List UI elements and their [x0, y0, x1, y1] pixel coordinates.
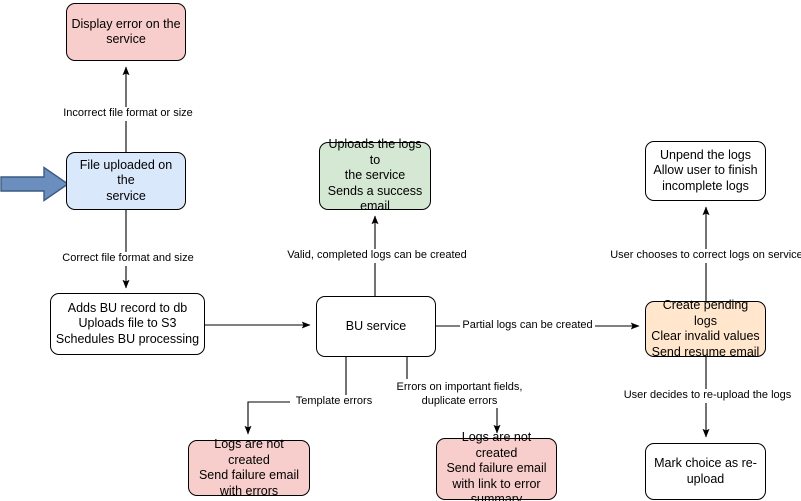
edge-label-correct-file-format-and-size: Correct file format and size [58, 252, 198, 266]
node-display-error[interactable]: Display error on the service [66, 3, 186, 61]
edge-label-errors-on-important-fields: Errors on important fields, duplicate er… [392, 381, 527, 408]
edge-label-valid-completed-logs: Valid, completed logs can be created [284, 249, 470, 263]
entry-block-arrow-icon [0, 166, 70, 202]
edge-label-user-decides-to-re-upload: User decides to re-upload the logs [621, 389, 794, 403]
edge-label-user-chooses-to-correct-logs: User chooses to correct logs on service [608, 249, 801, 263]
edge-label-incorrect-file-format-or-size: Incorrect file format or size [57, 107, 199, 121]
node-mark-choice-as-re-upload[interactable]: Mark choice as re- upload [645, 443, 766, 500]
edge-label-partial-logs-can-be-created: Partial logs can be created [460, 319, 595, 333]
node-logs-not-created-template-errors[interactable]: Logs are not created Send failure email … [188, 437, 310, 498]
node-adds-bu-record-to-db[interactable]: Adds BU record to db Uploads file to S3 … [50, 293, 205, 355]
node-bu-service[interactable]: BU service [316, 296, 436, 357]
node-unpend-the-logs[interactable]: Unpend the logs Allow user to finish inc… [645, 141, 766, 201]
edge-label-template-errors: Template errors [290, 395, 378, 409]
node-logs-not-created-error-summary[interactable]: Logs are not created Send failure email … [436, 430, 557, 501]
node-file-uploaded-on-the-service[interactable]: File uploaded on the service [66, 152, 186, 210]
node-uploads-the-logs-to-the-service[interactable]: Uploads the logs to the service Sends a … [319, 137, 431, 213]
node-create-pending-logs[interactable]: Create pending logs Clear invalid values… [645, 298, 766, 359]
edge-bu-service-to-logs-not-created-errors [406, 357, 501, 434]
